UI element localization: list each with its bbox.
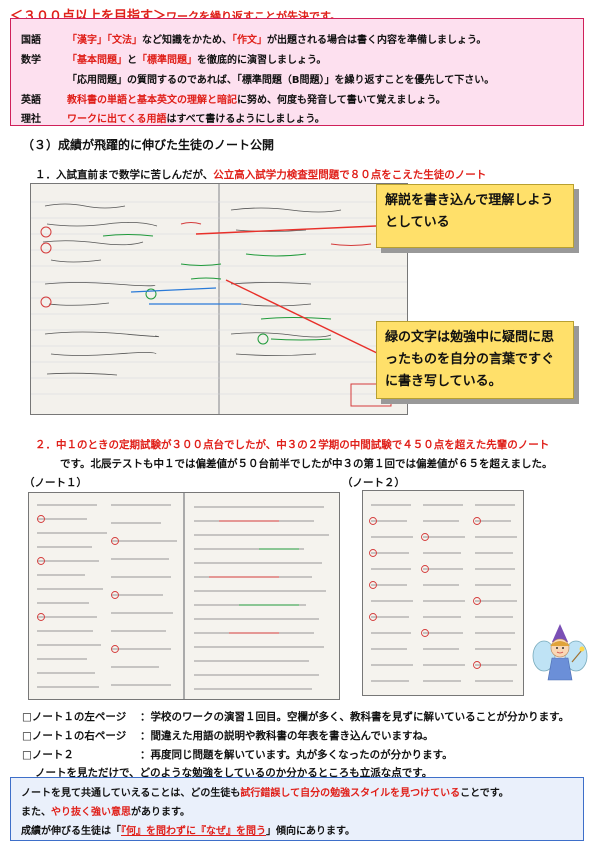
- text-part: はすべて書けるようにしましょう。: [166, 114, 325, 125]
- text-part: を徹底的に演習しましょう。: [197, 55, 327, 66]
- note-line-3: □ノート２ ：再度同じ問題を解いています。丸が多くなったのが分かります。: [22, 747, 453, 762]
- text-part: 「応用問題」の質問するのであれば、「標準問題（B問題）」を繰り返すことを優先して…: [67, 75, 495, 86]
- item1-prefix: １．入試直前まで数学に苦しんだが、: [35, 169, 214, 181]
- subject-tips-box: 国語 「漢字」「文法」など知識をかため、「作文」が出題される場合は書く内容を準備し…: [10, 18, 584, 126]
- text-part: と: [127, 55, 137, 66]
- note-value: ：間違えた用語の説明や教科書の年表を書き込んでいますね。: [140, 730, 434, 742]
- note-line-2: □ノート１の右ページ ：間違えた用語の説明や教科書の年表を書き込んでいますね。: [22, 728, 433, 743]
- subject-row-math: 数学 「基本問題」と「標準問題」を徹底的に演習しましょう。: [21, 51, 326, 66]
- subject-row-english: 英語 教科書の単語と基本英文の理解と暗記に努め、何度も発音して書いて覚えましょう。: [21, 91, 446, 106]
- item1-highlight: 公立高入試学力検査型問題で８０点をこえた生徒のノート: [213, 169, 487, 181]
- note-value: ：学校のワークの演習１回目。空欄が多く、教科書を見ずに解いていることが分かります…: [140, 711, 570, 723]
- text-part: 成績が伸びる生徒は「: [21, 826, 121, 837]
- note1-label: （ノート１）: [24, 477, 87, 489]
- text-part: 『何』を問わずに『なぜ』を問う: [121, 826, 266, 837]
- subject-name: 理社: [21, 114, 41, 125]
- note-key: □ノート１の左ページ: [22, 711, 127, 723]
- callout-explanation: 解説を書き込んで理解しようとしている: [376, 184, 574, 248]
- note1-drawing: [29, 493, 339, 699]
- conclusion-line-2: また、やり抜く強い意思があります。: [21, 803, 190, 818]
- note2-photo: [362, 490, 524, 696]
- conclusion-line-3: 成績が伸びる生徒は「『何』を問わずに『なぜ』を問う」傾向にあります。: [21, 822, 355, 837]
- item2-heading: ２．中１のときの定期試験が３００点台でしたが、中３の２学期の中間試験で４５０点を…: [35, 439, 550, 451]
- text-part: に努め、何度も発音して書いて覚えましょう。: [237, 95, 446, 106]
- conclusion-line-1: ノートを見て共通していえることは、どの生徒も試行錯誤して自分の勉強スタイルを見つ…: [21, 784, 509, 799]
- text-part: が出題される場合は書く内容を準備しましょう。: [267, 35, 487, 46]
- text-part: ことです。: [460, 788, 509, 799]
- math-notebook-photo: [30, 183, 408, 415]
- subject-row-japanese: 国語 「漢字」「文法」など知識をかため、「作文」が出題される場合は書く内容を準備し…: [21, 31, 486, 46]
- note-key: □ノート１の右ページ: [22, 730, 127, 742]
- note-key: □ノート２: [22, 749, 74, 761]
- item2-detail: です。北辰テストも中１では偏差値が５０台前半でしたが中３の第１回では偏差値が６５…: [60, 458, 553, 470]
- subject-name: 国語: [21, 35, 41, 46]
- subject-name: 数学: [21, 55, 41, 66]
- note2-label: （ノート２）: [342, 477, 405, 489]
- subject-name: 英語: [21, 95, 41, 106]
- text-part: 」傾向にあります。: [266, 826, 355, 837]
- note-value: ：再度同じ問題を解いています。丸が多くなったのが分かります。: [140, 749, 453, 761]
- note-line-1: □ノート１の左ページ ：学校のワークの演習１回目。空欄が多く、教科書を見ずに解いて…: [22, 709, 569, 724]
- text-part: やり抜く強い意思: [51, 807, 131, 818]
- text-part: 「標準問題」: [137, 55, 197, 66]
- text-part: ノートを見て共通していえることは、どの生徒も: [21, 788, 241, 799]
- fairy-mascot-illustration: [532, 624, 588, 681]
- text-part: など知識をかため、: [142, 35, 232, 46]
- note1-photo: [28, 492, 340, 700]
- subject-row-math-extra: 「応用問題」の質問するのであれば、「標準問題（B問題）」を繰り返すことを優先して…: [21, 71, 494, 86]
- item1-heading: １．入試直前まで数学に苦しんだが、公立高入試学力検査型問題で８０点をこえた生徒の…: [35, 167, 486, 182]
- subject-row-science-social: 理社 ワークに出てくる用語はすべて書けるようにしましょう。: [21, 110, 325, 125]
- text-part: また、: [21, 807, 51, 818]
- text-part: 「漢字」「文法」: [67, 35, 142, 46]
- text-part: ワークに出てくる用語: [67, 114, 167, 125]
- summary-line: ノートを見ただけで、どのような勉強をしているのか分かるところも立派な点です。: [35, 767, 433, 779]
- note2-drawing: [363, 491, 523, 695]
- text-part: 教科書の単語と基本英文の理解と暗記: [67, 95, 237, 106]
- conclusion-box: ノートを見て共通していえることは、どの生徒も試行錯誤して自分の勉強スタイルを見つ…: [10, 777, 584, 841]
- text-part: 「基本問題」: [67, 55, 127, 66]
- math-notebook-drawing: [31, 184, 407, 414]
- callout-green-text: 緑の文字は勉強中に疑問に思ったものを自分の言葉ですぐに書き写している。: [376, 321, 574, 399]
- section-heading: （３）成績が飛躍的に伸びた生徒のノート公開: [22, 138, 275, 152]
- text-part: があります。: [131, 807, 190, 818]
- text-part: 「作文」: [232, 35, 267, 46]
- text-part: 試行錯誤して自分の勉強スタイルを見つけている: [240, 788, 461, 799]
